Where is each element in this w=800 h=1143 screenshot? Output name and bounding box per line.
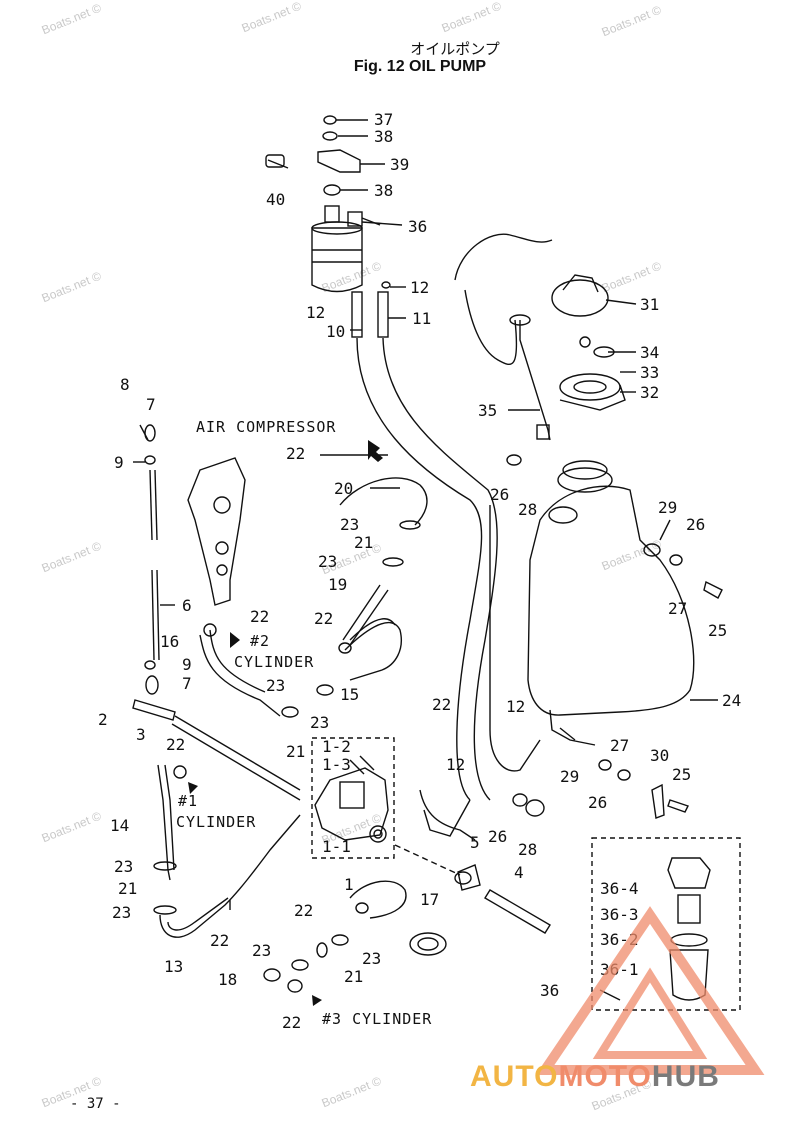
part-label: 9 [182,655,192,674]
part-label: 14 [110,816,129,835]
part-label: 11 [412,309,431,328]
page-title-japanese: オイルポンプ [410,40,500,58]
part-label: 6 [182,596,192,615]
part-label: 36-3 [600,905,639,924]
part-label: 7 [182,674,192,693]
part-label: 22 [210,931,229,950]
part-label: 23 [340,515,359,534]
part-label: 29 [560,767,579,786]
part-label: 36-4 [600,879,639,898]
part-label: 21 [354,533,373,552]
cylinder-3-label: #3 CYLINDER [322,1010,432,1028]
part-label: 1 [344,875,354,894]
part-label: 23 [112,903,131,922]
part-label: 22 [166,735,185,754]
part-label: 5 [470,833,480,852]
part-label: 28 [518,840,537,859]
part-label: 22 [314,609,333,628]
part-label: 17 [420,890,439,909]
part-label: 35 [478,401,497,420]
part-label: 1-2 [322,737,351,756]
part-label: 16 [160,632,179,651]
part-label: 23 [266,676,285,695]
part-label: 26 [490,485,509,504]
part-label: 2 [98,710,108,729]
brand-logo: AUTOMOTOHUB [470,1060,720,1094]
part-label: 36 [540,981,559,1000]
brand-logo-triangle-icon [535,906,765,1075]
part-label: 26 [488,827,507,846]
part-label: 23 [362,949,381,968]
part-label: 7 [146,395,156,414]
part-label: 23 [318,552,337,571]
part-label: 29 [658,498,677,517]
part-label: 26 [588,793,607,812]
part-label: 39 [390,155,409,174]
part-label: 32 [640,383,659,402]
part-label: 25 [708,621,727,640]
part-label: 8 [120,375,130,394]
part-label: 20 [334,479,353,498]
brand-logo-part: AUTO [470,1060,559,1093]
air-compressor-label: AIR COMPRESSOR [196,418,336,436]
oil-filter-assembly [265,115,391,338]
part-label: 21 [118,879,137,898]
part-label: 28 [518,500,537,519]
part-label: 38 [374,181,393,200]
part-label: 33 [640,363,659,382]
part-label: 15 [340,685,359,704]
oil-pump-body [314,755,389,843]
part-label: 30 [650,746,669,765]
part-label: 12 [410,278,429,297]
mounting-bracket [187,457,246,606]
part-label: 26 [686,515,705,534]
part-label: 12 [506,697,525,716]
part-label: 10 [326,322,345,341]
part-label: 40 [266,190,285,209]
part-label: 23 [252,941,271,960]
part-label: 36 [408,217,427,236]
part-label: 23 [310,713,329,732]
part-label: 21 [286,742,305,761]
part-label: 9 [114,453,124,472]
cylinder-1-label: CYLINDER [176,813,256,831]
cylinder-2-number: #2 [250,632,270,650]
part-label: 13 [164,957,183,976]
part-label: 19 [328,575,347,594]
part-label: 24 [722,691,741,710]
part-label: 22 [432,695,451,714]
brand-logo-part: MOTO [558,1060,652,1093]
part-label: 27 [668,599,687,618]
brand-logo-part: HUB [651,1060,720,1093]
part-label: 4 [514,863,524,882]
part-label: 21 [344,967,363,986]
part-label: 31 [640,295,659,314]
part-label: 22 [294,901,313,920]
cylinder-2-label: CYLINDER [234,653,314,671]
part-label: 22 [286,444,305,463]
part-label: 25 [672,765,691,784]
part-label: 22 [250,607,269,626]
part-label: 3 [136,725,146,744]
part-label: 12 [306,303,325,322]
part-label: 37 [374,110,393,129]
page-number: - 37 - [70,1096,121,1112]
part-label: 27 [610,736,629,755]
part-label: 22 [282,1013,301,1032]
part-label: 38 [374,127,393,146]
page-title: Fig. 12 OIL PUMP [353,58,487,75]
cylinder-1-number: #1 [178,792,198,810]
part-label: 34 [640,343,659,362]
part-label: 1-1 [322,837,351,856]
part-label: 23 [114,857,133,876]
oil-tank [506,274,723,746]
part-label: 12 [446,755,465,774]
part-label: 18 [218,970,237,989]
part-label: 1-3 [322,755,351,774]
